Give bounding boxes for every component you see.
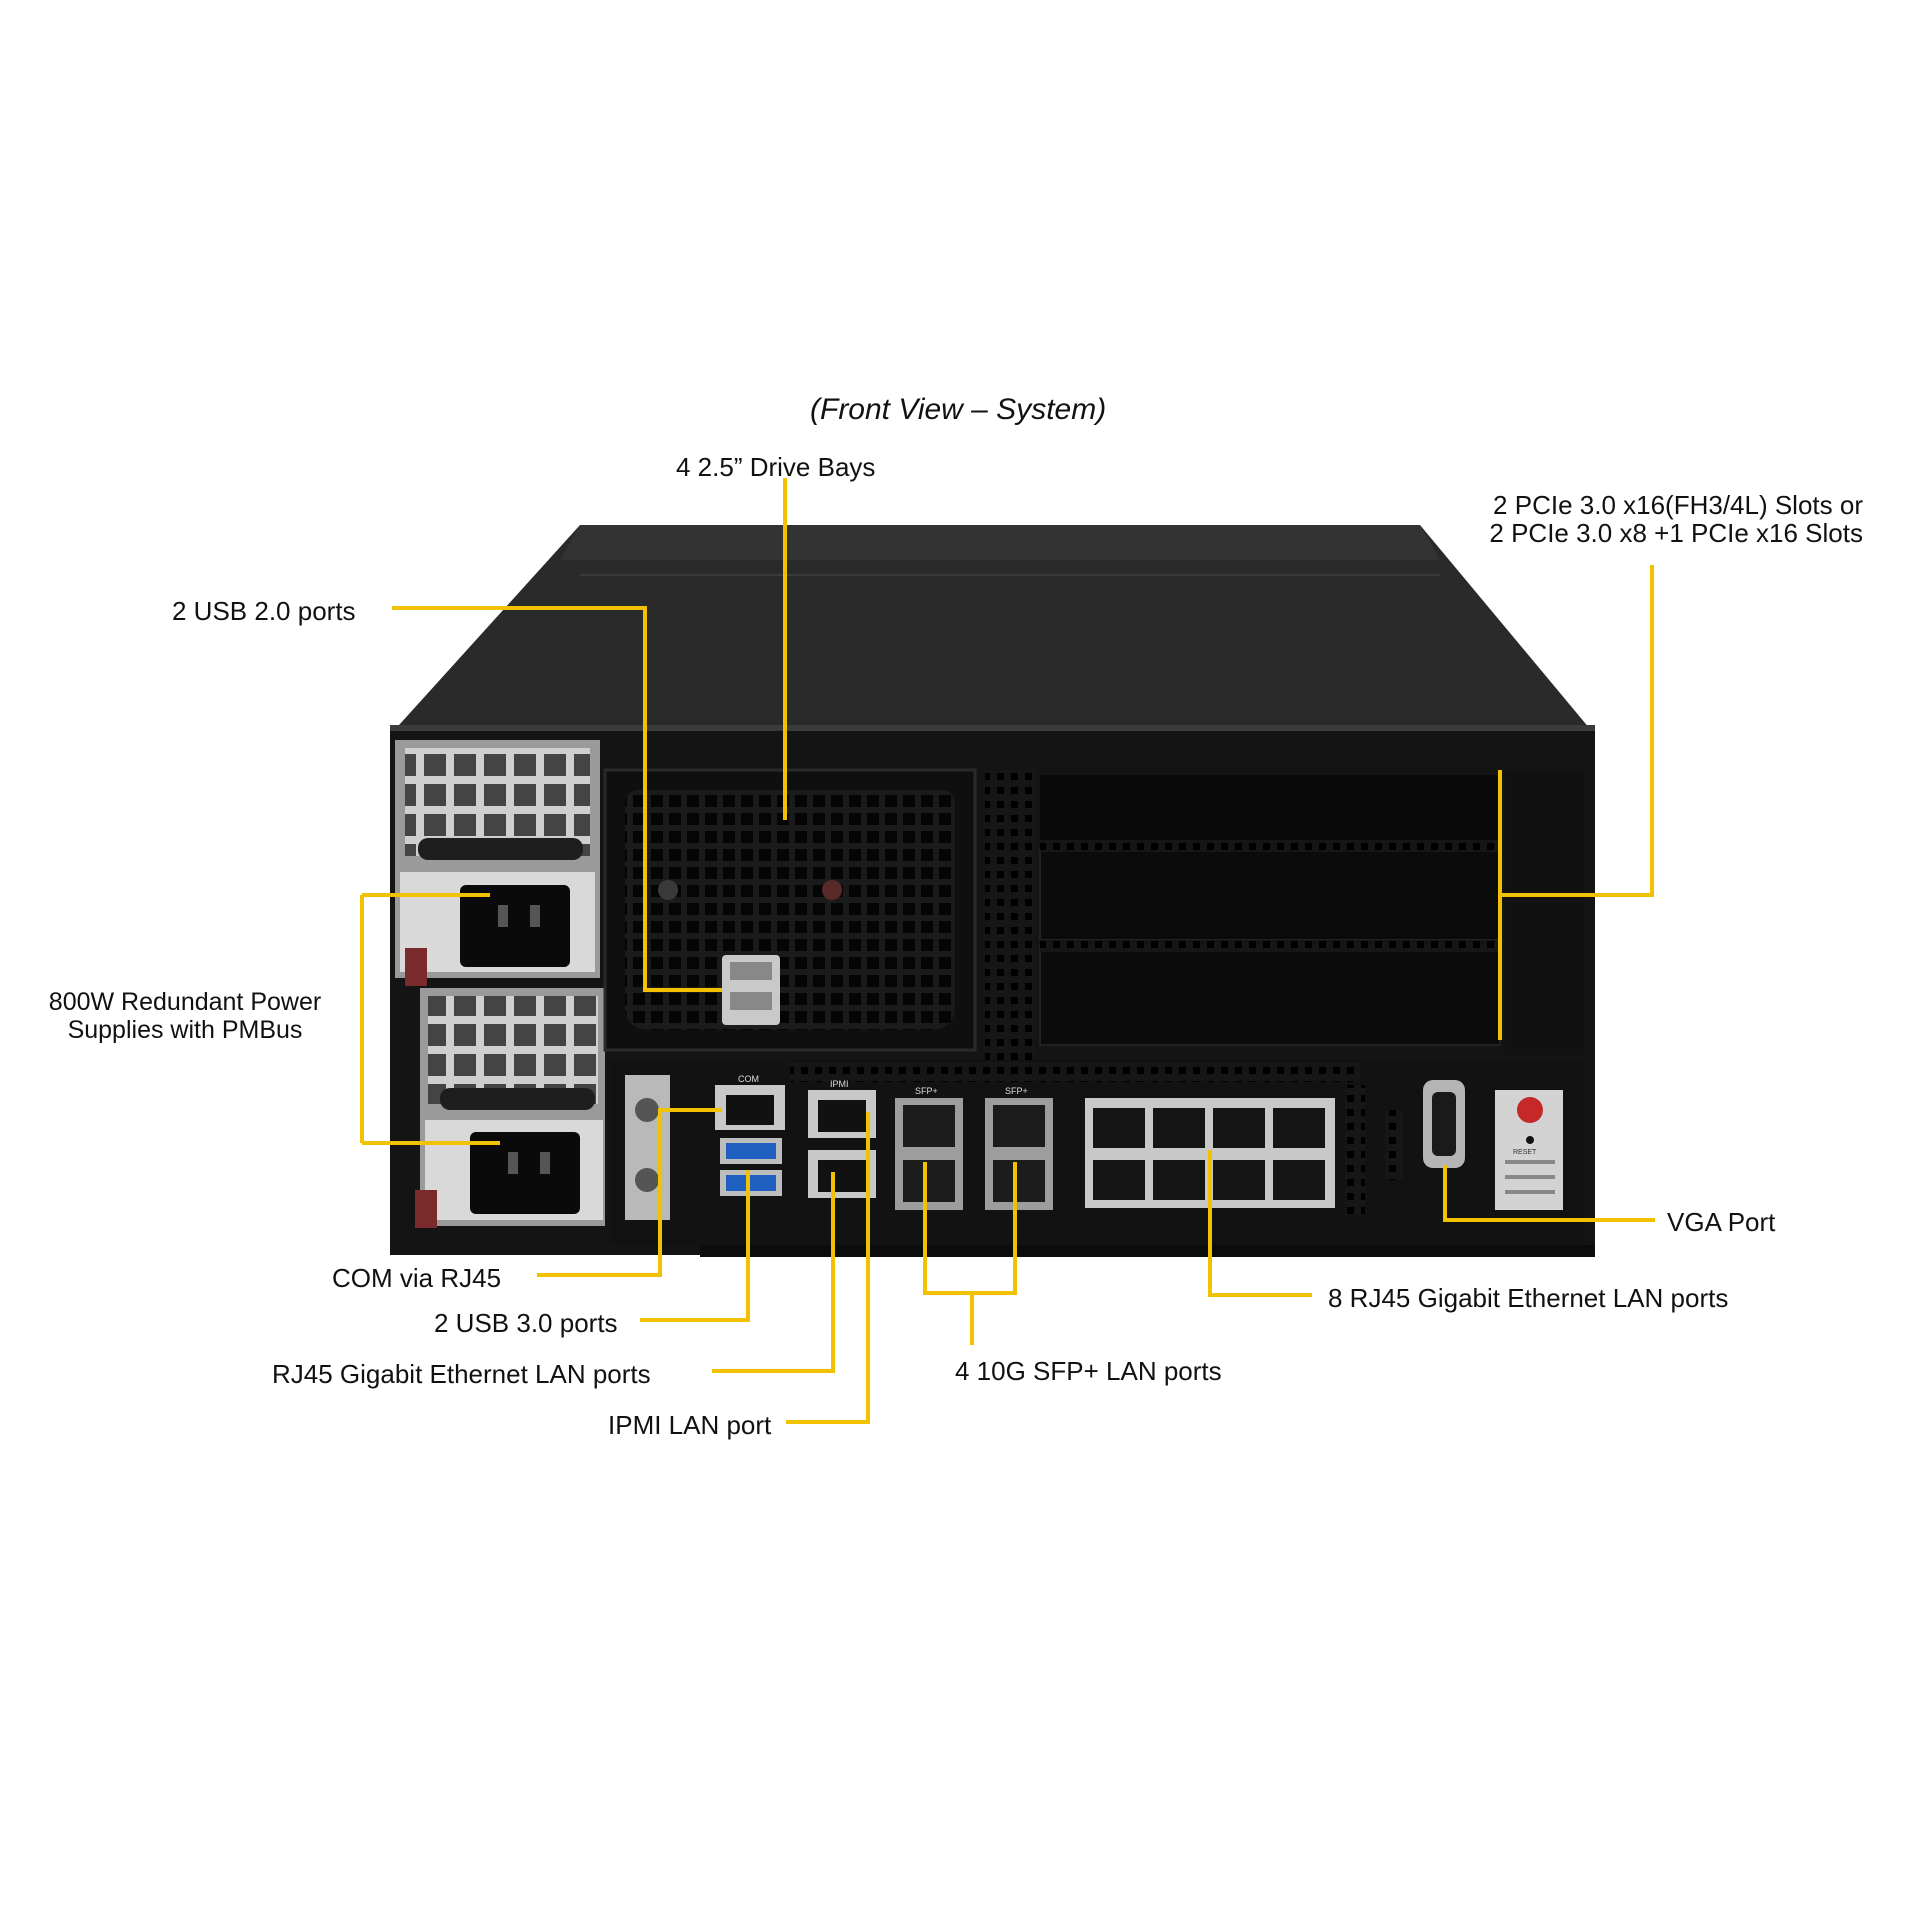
psu-1: [395, 740, 600, 986]
label-psu-line1: 800W Redundant Power: [48, 988, 322, 1016]
drive-bay-panel: [603, 768, 977, 1052]
leader-pcie: [1500, 565, 1654, 897]
mark-sfp-a: SFP+: [915, 1086, 938, 1096]
leader-sfp: [923, 1162, 974, 1345]
label-rj45-lan: RJ45 Gigabit Ethernet LAN ports: [272, 1359, 651, 1389]
label-usb30: 2 USB 3.0 ports: [434, 1308, 618, 1338]
leader-rj45-lan: [712, 1172, 835, 1373]
sfp-ports: [895, 1098, 1053, 1210]
usb30-ports: [720, 1138, 782, 1196]
control-panel: [1495, 1090, 1563, 1210]
leader-ipmi: [786, 1112, 870, 1424]
label-drive-bays: 4 2.5” Drive Bays: [676, 452, 876, 482]
psu-2: [415, 988, 605, 1228]
leader-usb30: [640, 1170, 750, 1322]
leader-vga: [1443, 1165, 1655, 1222]
pcie-slots: [985, 770, 1585, 1060]
label-psu-line2: Supplies with PMBus: [67, 1016, 303, 1044]
mark-reset: RESET: [1513, 1149, 1537, 1156]
leader-rj45-8: [1208, 1150, 1312, 1297]
leader-usb20: [392, 606, 722, 992]
chassis-top: [390, 525, 1595, 735]
label-vga: VGA Port: [1667, 1207, 1776, 1237]
mark-ipmi: IPMI: [830, 1079, 849, 1089]
label-sfp: 4 10G SFP+ LAN ports: [955, 1356, 1222, 1386]
diagram-title: (Front View – System): [810, 393, 1107, 426]
label-ipmi: IPMI LAN port: [608, 1410, 772, 1440]
mark-sfp-b: SFP+: [1005, 1086, 1028, 1096]
leader-com: [537, 1108, 722, 1277]
mark-com: COM: [738, 1074, 759, 1084]
label-pcie-line1: 2 PCIe 3.0 x16(FH3/4L) Slots or: [1493, 490, 1863, 520]
com-port: [715, 1085, 785, 1130]
label-pcie-line2: 2 PCIe 3.0 x8 +1 PCIe x16 Slots: [1489, 518, 1863, 548]
leader-lines: [360, 478, 1655, 1424]
label-usb20: 2 USB 2.0 ports: [172, 596, 356, 626]
ipmi-lan-ports: [808, 1090, 876, 1198]
label-com: COM via RJ45: [332, 1263, 502, 1293]
vga-port: [1423, 1080, 1465, 1168]
label-rj45-8: 8 RJ45 Gigabit Ethernet LAN ports: [1328, 1283, 1729, 1313]
